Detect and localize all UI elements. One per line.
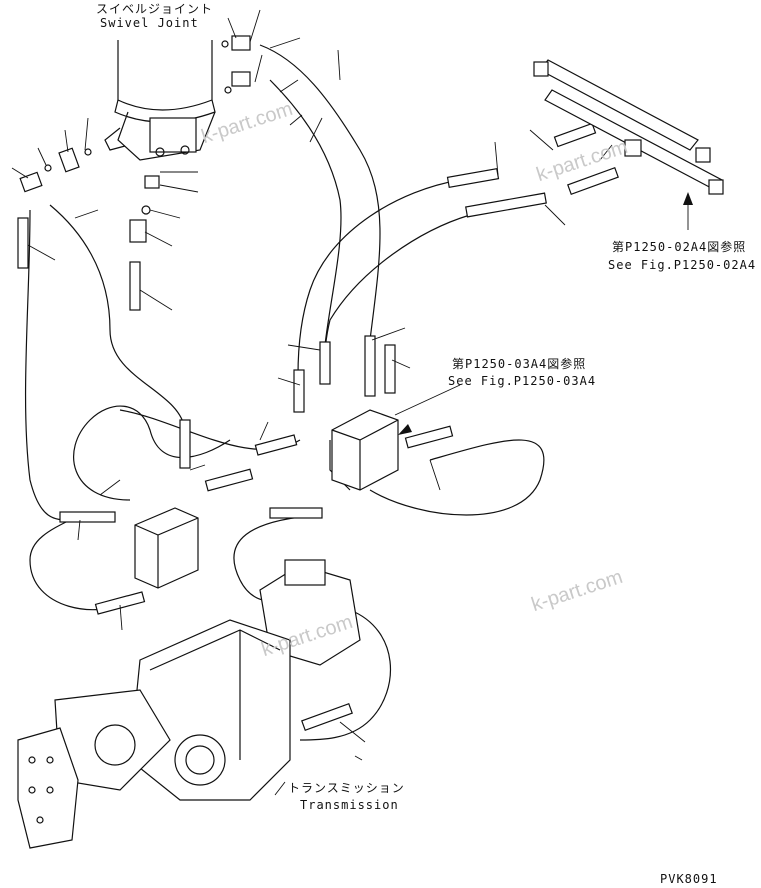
arrow-up-icon (683, 192, 693, 230)
drawing-number: PVK8091 (660, 872, 718, 886)
ref-p1250-03a4-en: See Fig.P1250-03A4 (448, 374, 597, 388)
leader-arrow-icon (398, 424, 412, 435)
swivel-joint-label-jp: スイベルジョイント (96, 2, 214, 16)
manifold-bars (533, 59, 724, 195)
hose-ends (17, 122, 619, 732)
transmission (17, 559, 361, 849)
transmission-label-jp: トランスミッション (288, 781, 405, 795)
ref-p1250-02a4-en: See Fig.P1250-02A4 (608, 258, 757, 272)
transmission-label-en: Transmission (300, 798, 399, 812)
valve-blocks (134, 409, 399, 589)
leader-lines (11, 9, 613, 796)
fittings-left (19, 35, 251, 243)
ref-p1250-03a4-jp: 第P1250-03A4図参照 (452, 357, 587, 371)
ref-p1250-02a4-jp: 第P1250-02A4図参照 (612, 240, 747, 254)
swivel-joint-label-en: Swivel Joint (100, 16, 199, 30)
swivel-joint (104, 40, 216, 161)
